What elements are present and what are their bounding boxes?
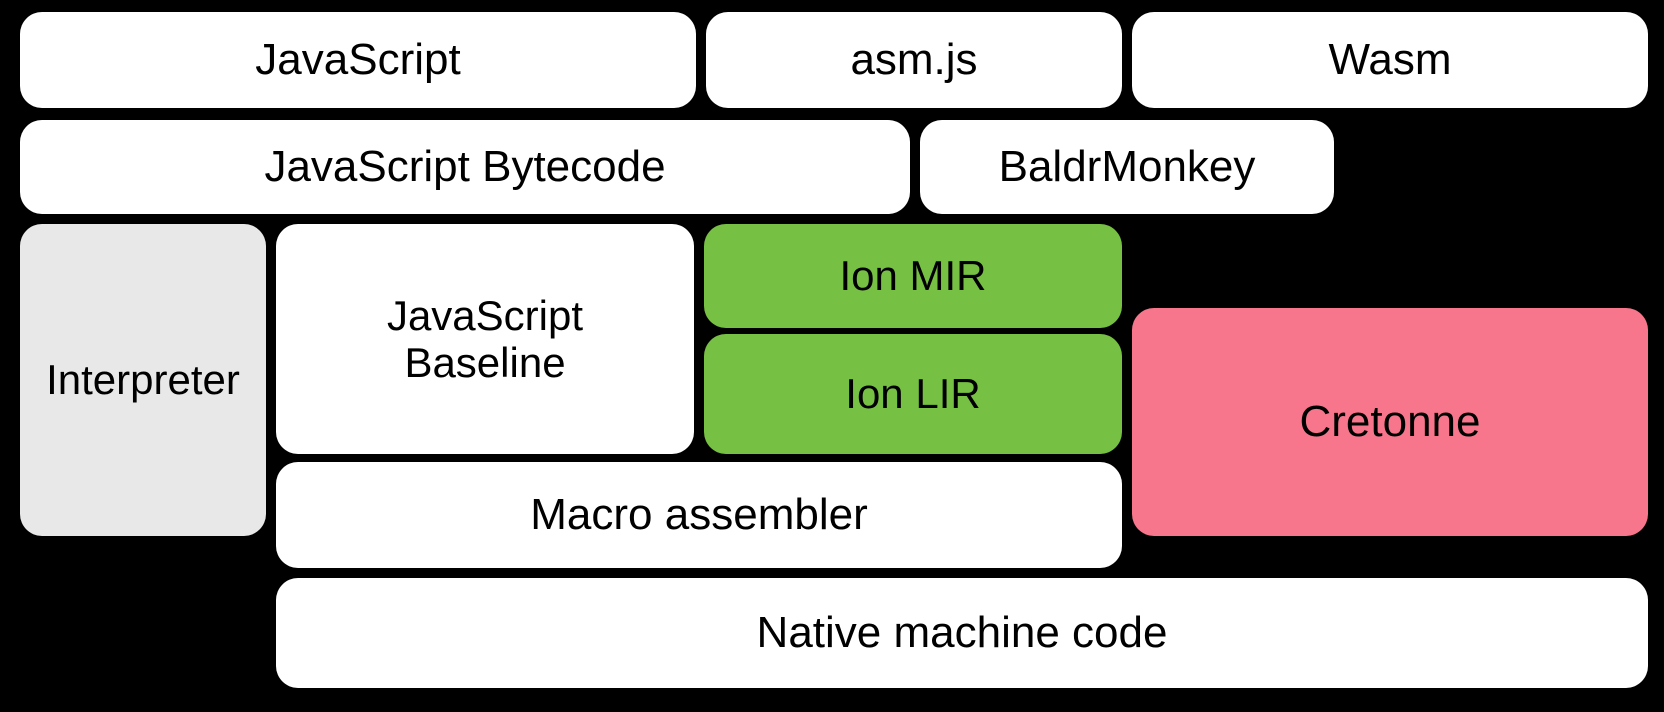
- node-macro-assembler[interactable]: Macro assembler: [276, 462, 1122, 568]
- node-cretonne[interactable]: Cretonne: [1132, 308, 1648, 536]
- node-javascript[interactable]: JavaScript: [20, 12, 696, 108]
- node-javascript-bytecode[interactable]: JavaScript Bytecode: [20, 120, 910, 214]
- node-wasm[interactable]: Wasm: [1132, 12, 1648, 108]
- node-native-machine-code[interactable]: Native machine code: [276, 578, 1648, 688]
- node-baldrmonkey[interactable]: BaldrMonkey: [920, 120, 1334, 214]
- node-ion-lir[interactable]: Ion LIR: [704, 334, 1122, 454]
- node-asmjs[interactable]: asm.js: [706, 12, 1122, 108]
- node-interpreter[interactable]: Interpreter: [20, 224, 266, 536]
- node-javascript-baseline[interactable]: JavaScript Baseline: [276, 224, 694, 454]
- node-ion-mir[interactable]: Ion MIR: [704, 224, 1122, 328]
